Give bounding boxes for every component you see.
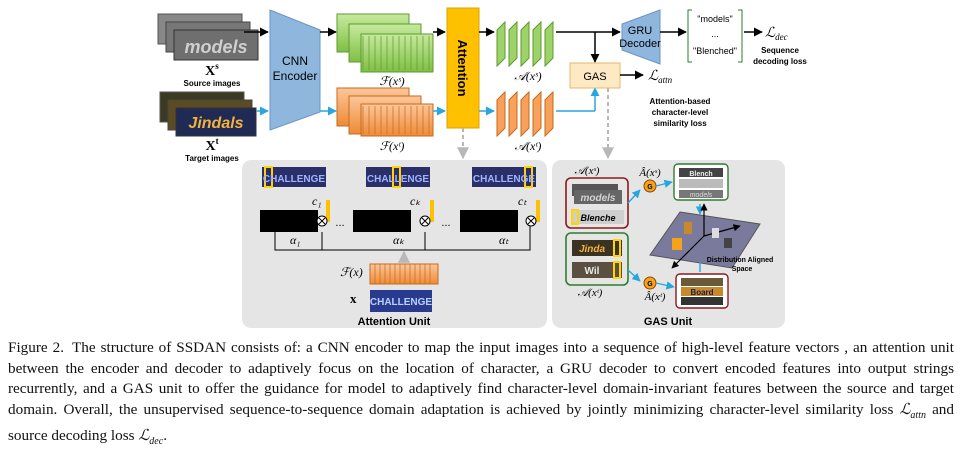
- loss-dec-symbol: ℒdec: [765, 26, 788, 42]
- gas-unit-g-1: G: [647, 184, 653, 191]
- gas-label: GAS: [583, 71, 606, 83]
- output-word-1: "models": [697, 14, 732, 24]
- attention-dots-1: ...: [335, 217, 344, 229]
- attention-block: Attention: [446, 7, 480, 129]
- gas-unit-word-wil: Wil: [585, 266, 600, 277]
- caption-text-3: .: [163, 427, 167, 445]
- attention-alpha-k: αₖ: [393, 233, 405, 247]
- target-images-caption: Target images: [185, 154, 239, 163]
- gru-decoder-block: GRU Decoder: [619, 9, 661, 65]
- source-images-caption: Source images: [184, 79, 241, 88]
- attention-c1: c₁: [312, 194, 322, 208]
- loss-attn-caption-3: similarity loss: [653, 119, 707, 128]
- loss-dec-caption-2: decoding loss: [753, 57, 807, 66]
- source-attended-label: 𝒜(xˢ): [514, 69, 541, 83]
- attention-crop-2-text: CHALLENGE: [367, 174, 430, 185]
- caption-loss-dec: ℒdec: [138, 427, 164, 448]
- gas-unit-At: 𝒜(xᵗ): [578, 287, 603, 299]
- figure-caption: Figure 2.The structure of SSDAN consists…: [8, 338, 954, 453]
- target-word-image: Jindals: [188, 115, 243, 132]
- attention-crop-1-text: CHALLENGE: [263, 174, 326, 185]
- loss-attn-symbol: ℒattn: [648, 69, 673, 85]
- caption-text-2: and source decoding loss: [8, 400, 954, 445]
- gas-unit-As-hat: Â(xˢ): [638, 167, 661, 179]
- attention-cT: cₜ: [518, 194, 527, 208]
- gas-unit-word-bw: Blench: [689, 171, 712, 178]
- attention-alpha-1: α₁: [290, 233, 300, 247]
- gas-unit-At-hat: Â(xᵗ): [644, 291, 666, 303]
- source-feature-label: ℱ(xˢ): [379, 74, 404, 88]
- gas-unit-word-board: Board: [690, 288, 713, 297]
- source-images-label: Xs: [205, 61, 219, 79]
- output-word-2: "Blenched": [693, 46, 737, 56]
- attention-ck: cₖ: [410, 194, 421, 208]
- target-attended-vectors: [496, 90, 554, 138]
- attention-unit-panel: CHALLENGE CHALLENGE CHALLENGE c₁ cₖ cₜ .…: [242, 160, 547, 328]
- attention-unit-title: Attention Unit: [358, 316, 431, 328]
- target-images-stack: Jindals: [159, 91, 257, 137]
- attention-label: Attention: [455, 39, 470, 96]
- attention-dots-2: ...: [441, 217, 450, 229]
- gas-unit-As: 𝒜(xˢ): [575, 165, 600, 177]
- gas-unit-title: GAS Unit: [644, 316, 693, 328]
- gas-unit-word-blench: Blenche: [580, 213, 615, 223]
- gas-unit-space-1: Distribution Aligned: [707, 257, 774, 264]
- output-ellipsis: ...: [711, 29, 719, 39]
- encoder-label-line2: Encoder: [273, 69, 318, 83]
- gas-block: GAS: [569, 62, 621, 89]
- attention-input-word: CHALLENGE: [370, 297, 433, 308]
- loss-dec-caption-1: Sequence: [761, 46, 799, 55]
- source-attended-vectors: [496, 20, 554, 68]
- output-strings: "models" ... "Blenched": [687, 9, 743, 63]
- loss-attn-caption-2: character-level: [652, 108, 708, 117]
- target-attended-label: 𝒜(xᵗ): [515, 139, 542, 153]
- attention-x-label: x: [350, 291, 357, 306]
- caption-loss-attn: ℒattn: [899, 400, 926, 421]
- gas-unit-word-models: models: [580, 193, 615, 204]
- gas-unit-g-2: G: [647, 281, 653, 288]
- gas-unit-space-2: Space: [732, 266, 753, 273]
- ssdan-architecture-diagram: models Xs Source images Jindals Xt Targe…: [157, 7, 807, 328]
- attention-alpha-T: αₜ: [499, 233, 509, 247]
- encoder-label-line1: CNN: [282, 54, 308, 68]
- loss-attn-caption-1: Attention-based: [650, 97, 711, 106]
- gas-unit-word-models-2: models: [690, 192, 713, 199]
- target-images-label: Xt: [205, 136, 218, 154]
- gas-unit-panel: 𝒜(xˢ) models Blenche 𝒜(xᵗ) Jinda Wil G G…: [552, 160, 785, 328]
- target-feature-label: ℱ(xᵗ): [380, 139, 405, 153]
- source-feature-vectors: [336, 13, 434, 73]
- attention-crop-3-text: CHALLENGE: [473, 174, 536, 185]
- source-word-image: models: [184, 37, 247, 57]
- target-feature-vectors: [336, 87, 434, 137]
- cnn-encoder-block: CNN Encoder: [269, 9, 321, 131]
- decoder-label-line2: Decoder: [619, 38, 661, 50]
- attention-feat-label: ℱ(x): [340, 265, 363, 279]
- gas-unit-word-jinda: Jinda: [579, 244, 606, 255]
- caption-figure-label: Figure 2.: [8, 339, 65, 356]
- caption-text-1: The structure of SSDAN consists of: a CN…: [8, 339, 954, 418]
- source-images-stack: models: [157, 13, 259, 61]
- decoder-label-line1: GRU: [628, 25, 653, 37]
